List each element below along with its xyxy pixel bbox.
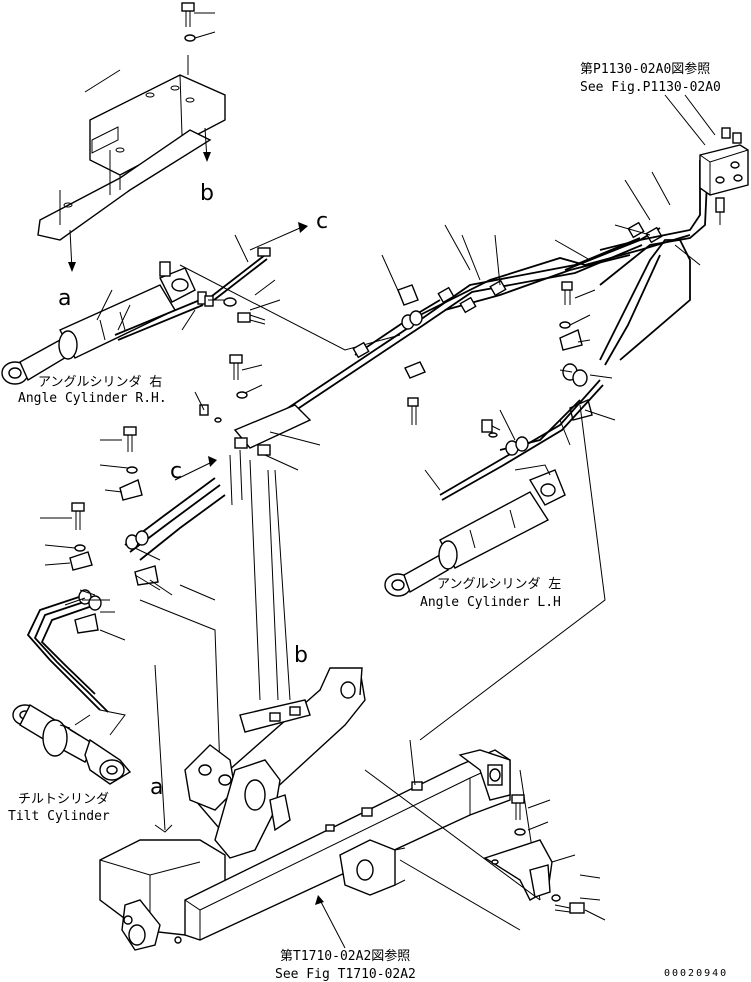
drawing-number: 00020940 xyxy=(664,968,728,979)
letter-b-bottom: b xyxy=(294,643,308,668)
angle-lh-en: Angle Cylinder L.H xyxy=(420,595,561,610)
bolt-mid-right xyxy=(407,397,501,438)
angle-rh-jp: アングルシリンダ 右 xyxy=(38,375,162,390)
ref-top-jp: 第P1130-02A0図参照 xyxy=(580,61,710,77)
left-bolts xyxy=(40,426,143,571)
letter-a-top: a xyxy=(58,286,71,311)
right-bracket xyxy=(483,794,606,921)
cover-plate xyxy=(37,69,226,272)
letter-b-top: b xyxy=(200,181,214,206)
bolt-top xyxy=(181,2,216,75)
angle-cylinder-rh xyxy=(1,261,214,385)
angle-rh-en: Angle Cylinder R.H. xyxy=(18,391,167,406)
letter-c-top: c xyxy=(316,209,328,234)
angle-lh-jp: アングルシリンダ 左 xyxy=(437,577,561,592)
bolts-right xyxy=(559,281,593,421)
letter-c-mid: c xyxy=(170,459,182,484)
tilt-jp: チルトシリンダ xyxy=(18,792,109,807)
control-valve xyxy=(699,127,749,225)
hose-lines-main xyxy=(179,221,691,427)
bolts-center xyxy=(194,354,321,471)
angle-cylinder-lh xyxy=(384,469,566,597)
ref-bottom-en: See Fig T1710-02A2 xyxy=(275,967,416,982)
tilt-en: Tilt Cylinder xyxy=(8,809,110,824)
tilt-cylinder xyxy=(12,704,132,785)
frame-assembly xyxy=(99,667,511,951)
ref-top-en: See Fig.P1130-02A0 xyxy=(580,80,721,95)
letter-a-bottom: a xyxy=(150,775,163,800)
ref-bottom-jp: 第T1710-02A2図参照 xyxy=(280,948,410,964)
